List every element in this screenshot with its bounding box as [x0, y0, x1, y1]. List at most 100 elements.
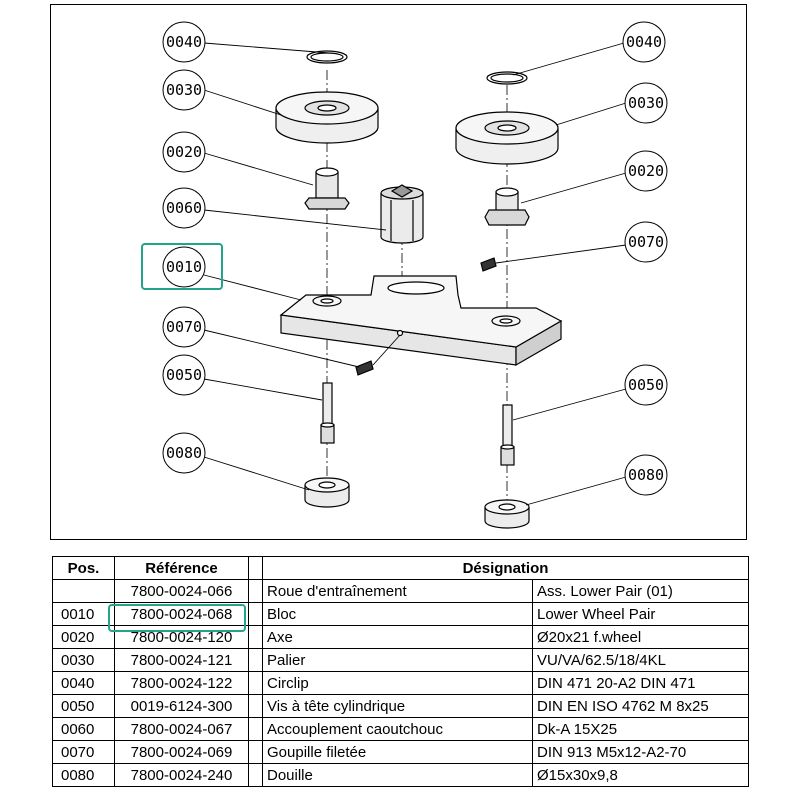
cell-designation-en: DIN EN ISO 4762 M 8x25: [532, 694, 749, 718]
callout-0040-right: 0040: [622, 21, 666, 63]
callout-0020-left: 0020: [162, 131, 206, 173]
header-designation: Désignation: [262, 556, 749, 580]
svg-text:0050: 0050: [628, 376, 664, 394]
header-pos: Pos.: [52, 556, 115, 580]
cell-designation-fr: Bloc: [262, 602, 533, 626]
exploded-assembly-svg: 0040 0040 0030 0030 0020 0020 0060 0070 …: [162, 21, 668, 529]
cell-reference: 7800-0024-120: [114, 625, 249, 649]
cell-spacer: [248, 740, 263, 764]
cell-designation-en: VU/VA/62.5/18/4KL: [532, 648, 749, 672]
svg-text:0060: 0060: [166, 199, 202, 217]
set-screw-left: [355, 360, 374, 376]
callout-0080-right: 0080: [624, 454, 668, 496]
bearing-left: [275, 91, 379, 144]
callout-0050-right: 0050: [624, 364, 668, 406]
callout-0060: 0060: [162, 187, 206, 229]
bushing-right: [484, 499, 530, 529]
callout-0080-left: 0080: [162, 432, 206, 474]
leader-lines: [203, 42, 627, 506]
callout-0070-right: 0070: [624, 221, 668, 263]
cell-reference: 7800-0024-122: [114, 671, 249, 695]
cell-designation-en: Ø20x21 f.wheel: [532, 625, 749, 649]
axle-right: [484, 187, 530, 226]
cell-pos: 0080: [52, 763, 115, 787]
svg-text:0040: 0040: [166, 33, 202, 51]
cell-pos: 0040: [52, 671, 115, 695]
cell-reference: 7800-0024-069: [114, 740, 249, 764]
callout-0010: 0010: [162, 246, 206, 288]
cell-designation-en: DIN 913 M5x12-A2-70: [532, 740, 749, 764]
cell-designation-fr: Goupille filetée: [262, 740, 533, 764]
cell-spacer: [248, 717, 263, 741]
svg-text:0020: 0020: [628, 162, 664, 180]
cell-pos: 0030: [52, 648, 115, 672]
cell-spacer: [248, 625, 263, 649]
cell-designation-fr: Axe: [262, 625, 533, 649]
svg-text:0070: 0070: [628, 233, 664, 251]
bushing-left: [304, 477, 350, 508]
cell-spacer: [248, 648, 263, 672]
svg-text:0020: 0020: [166, 143, 202, 161]
axle-left: [304, 167, 350, 210]
cell-reference: 7800-0024-066: [114, 579, 249, 603]
cell-pos: [52, 579, 115, 603]
cell-reference: 0019-6124-300: [114, 694, 249, 718]
cell-reference: 7800-0024-121: [114, 648, 249, 672]
svg-text:0070: 0070: [166, 318, 202, 336]
cell-designation-en: Lower Wheel Pair: [532, 602, 749, 626]
cell-designation-en: DIN 471 20-A2 DIN 471: [532, 671, 749, 695]
parts-table: Pos. Référence Désignation 7800-0024-066…: [52, 556, 749, 787]
cell-designation-fr: Palier: [262, 648, 533, 672]
cell-spacer: [248, 694, 263, 718]
cell-designation-fr: Douille: [262, 763, 533, 787]
cell-designation-en: Ass. Lower Pair (01): [532, 579, 749, 603]
svg-text:0040: 0040: [626, 33, 662, 51]
header-reference: Référence: [114, 556, 249, 580]
reference-highlight-box: [108, 604, 246, 632]
cell-pos: 0070: [52, 740, 115, 764]
base-block: [279, 275, 563, 367]
circlip-right: [486, 71, 528, 85]
callout-0050-left: 0050: [162, 354, 206, 396]
callout-0070-left: 0070: [162, 306, 206, 348]
svg-text:0010: 0010: [166, 258, 202, 276]
cell-spacer: [248, 602, 263, 626]
callout-highlight-box: [141, 243, 223, 290]
svg-text:0080: 0080: [166, 444, 202, 462]
cell-pos: 0060: [52, 717, 115, 741]
header-spacer: [248, 556, 263, 580]
table-header-row: Pos. Référence Désignation: [52, 556, 749, 580]
set-screw-right: [480, 257, 497, 272]
cell-pos: 0010: [52, 602, 115, 626]
cell-spacer: [248, 671, 263, 695]
cell-designation-fr: Accouplement caoutchouc: [262, 717, 533, 741]
cell-designation-fr: Circlip: [262, 671, 533, 695]
callout-0030-left: 0030: [162, 69, 206, 111]
cell-designation-fr: Roue d'entraînement: [262, 579, 533, 603]
cell-reference: 7800-0024-068: [114, 602, 249, 626]
bearing-right: [455, 111, 559, 165]
cell-reference: 7800-0024-067: [114, 717, 249, 741]
cell-pos: 0050: [52, 694, 115, 718]
rubber-coupling: [380, 184, 424, 244]
screw-right: [500, 404, 515, 466]
exploded-view-drawing: 0040 0040 0030 0030 0020 0020 0060 0070 …: [50, 4, 747, 540]
svg-text:0030: 0030: [166, 81, 202, 99]
callout-0040-left: 0040: [162, 21, 206, 63]
svg-text:0050: 0050: [166, 366, 202, 384]
cell-pos: 0020: [52, 625, 115, 649]
cell-spacer: [248, 579, 263, 603]
svg-text:0030: 0030: [628, 94, 664, 112]
callout-0030-right: 0030: [624, 82, 668, 124]
cell-designation-en: Ø15x30x9,8: [532, 763, 749, 787]
cell-designation-fr: Vis à tête cylindrique: [262, 694, 533, 718]
